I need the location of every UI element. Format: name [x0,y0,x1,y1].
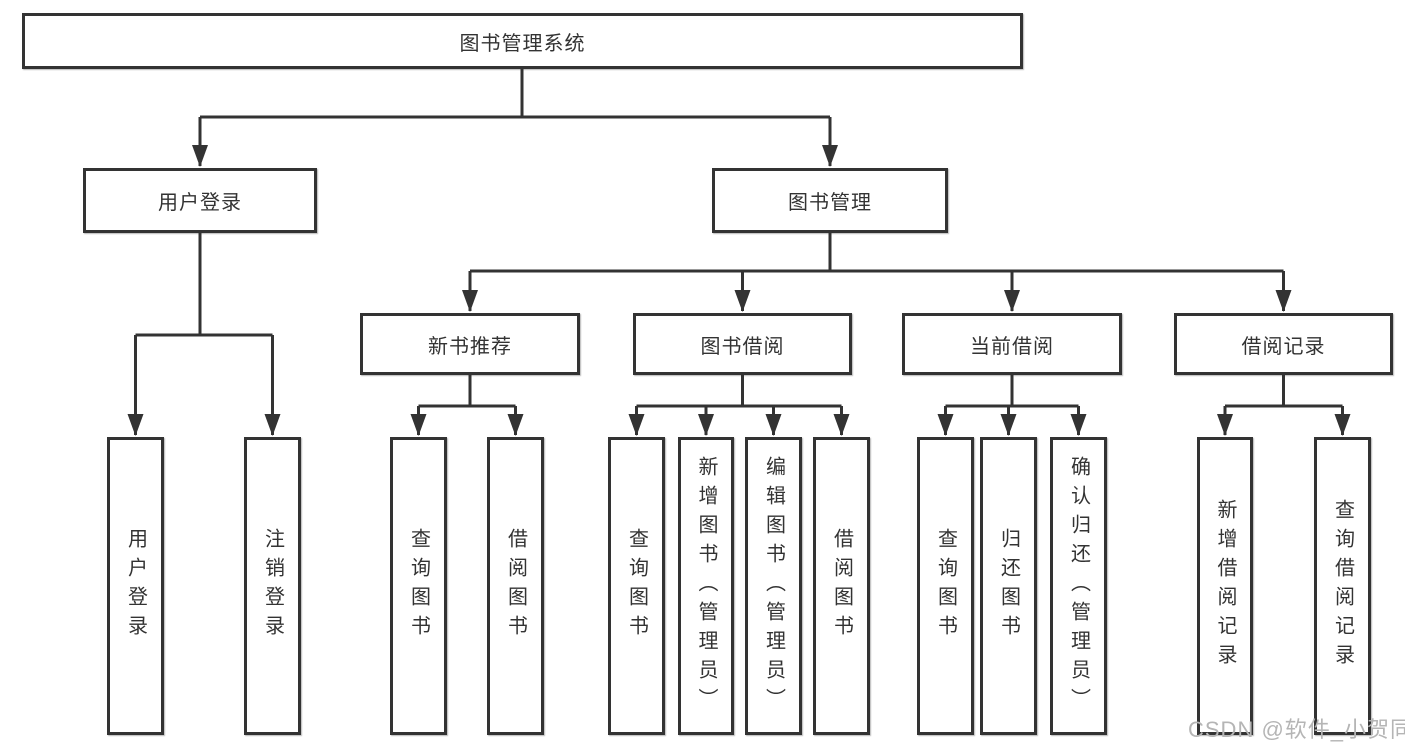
node-user-login: 用户登录 [83,168,317,233]
node-book-mgmt-label: 图书管理 [788,192,872,214]
leaf-add-borrow-record-label: 新增借阅记录 [1214,499,1236,673]
connector-lines [127,69,1351,436]
leaf-add-books-admin: 新增图书（管理员） [678,437,734,735]
leaf-edit-books-admin: 编辑图书（管理员） [745,437,802,735]
leaf-return-books-label: 归还图书 [997,528,1020,644]
leaf-current-query-books: 查询图书 [917,437,974,735]
leaf-newrec-query-books: 查询图书 [390,437,447,735]
leaf-newrec-query-books-label: 查询图书 [407,528,430,644]
leaf-logout: 注销登录 [244,437,301,735]
node-current-borrow: 当前借阅 [902,313,1122,375]
leaf-add-borrow-record: 新增借阅记录 [1197,437,1253,735]
leaf-borrow-query-books: 查询图书 [608,437,665,735]
leaf-newrec-borrow-books: 借阅图书 [487,437,544,735]
leaf-add-books-admin-label: 新增图书（管理员） [695,455,717,717]
leaf-user-login-label: 用户登录 [124,528,147,644]
node-user-login-label: 用户登录 [158,192,242,214]
node-borrow-records-label: 借阅记录 [1241,335,1326,358]
leaf-confirm-return-admin: 确认归还（管理员） [1050,437,1107,735]
leaf-query-borrow-record-label: 查询借阅记录 [1331,499,1354,673]
node-book-borrow-label: 图书借阅 [700,335,785,358]
node-root: 图书管理系统 [22,13,1023,69]
leaf-logout-label: 注销登录 [261,528,284,644]
node-new-book-rec-label: 新书推荐 [428,335,512,358]
leaf-return-books: 归还图书 [980,437,1037,735]
leaf-borrow-borrow-books-label: 借阅图书 [830,528,853,644]
watermark-text: CSDN @软件_小贺同学 [1188,717,1405,742]
node-book-borrow: 图书借阅 [633,313,852,375]
leaf-borrow-borrow-books: 借阅图书 [813,437,870,735]
leaf-edit-books-admin-label: 编辑图书（管理员） [762,455,785,717]
leaf-newrec-borrow-books-label: 借阅图书 [504,528,527,644]
leaf-query-borrow-record: 查询借阅记录 [1314,437,1371,735]
leaf-current-query-books-label: 查询图书 [934,528,957,644]
node-book-mgmt: 图书管理 [712,168,948,233]
node-current-borrow-label: 当前借阅 [970,335,1054,358]
node-new-book-rec: 新书推荐 [360,313,580,375]
node-borrow-records: 借阅记录 [1174,313,1393,375]
leaf-borrow-query-books-label: 查询图书 [625,528,648,644]
node-root-label: 图书管理系统 [459,32,586,55]
leaf-user-login: 用户登录 [107,437,164,735]
leaf-confirm-return-admin-label: 确认归还（管理员） [1067,455,1090,717]
